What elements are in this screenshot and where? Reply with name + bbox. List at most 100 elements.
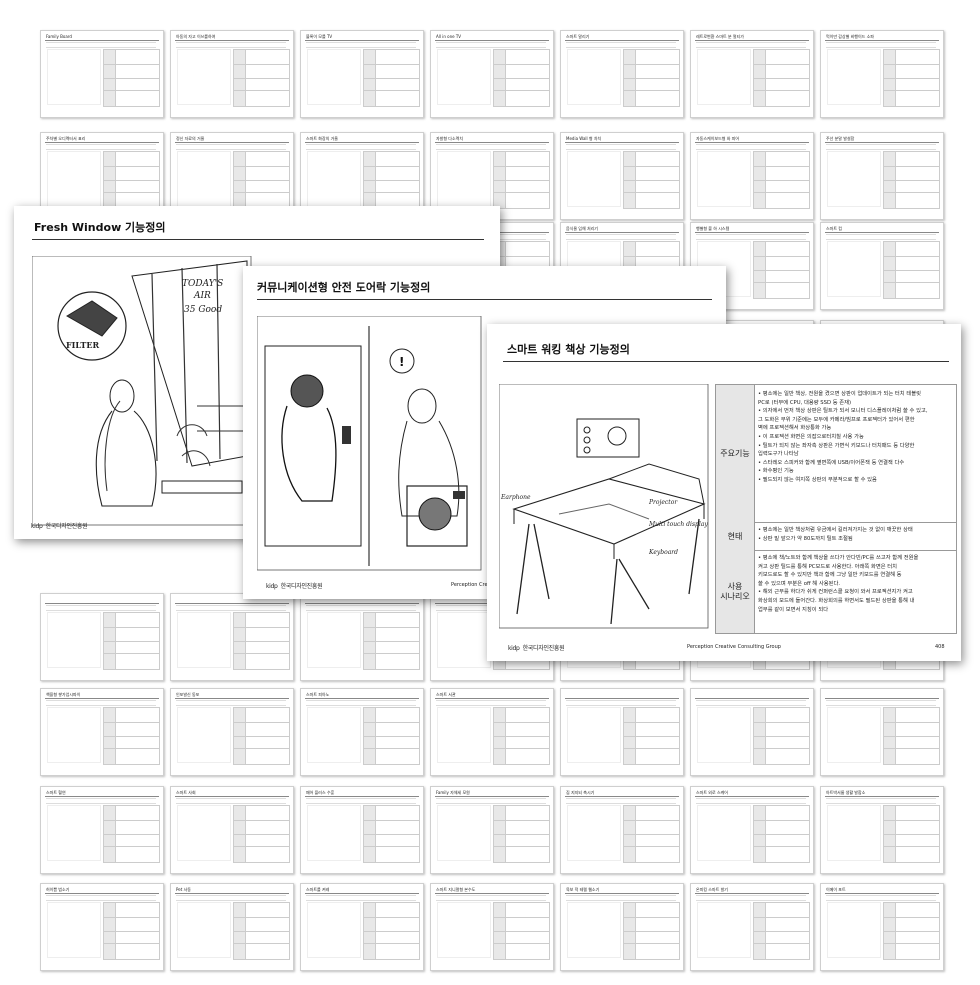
thumbnail-title: All in one TV bbox=[436, 34, 462, 39]
slide-thumbnail: All in one TV bbox=[430, 30, 554, 118]
slide-thumbnail: 스마트 말리기 bbox=[560, 30, 684, 118]
page-title: 커뮤니케이션형 안전 도어락 기능정의 bbox=[257, 281, 431, 294]
thumbnail-title: 주차별 오디렉터서 표리 bbox=[46, 136, 86, 141]
page-number: 408 bbox=[935, 644, 945, 650]
bullet-line: 화상회의 모드에 들어간다. 화상회의를 하면서도 필드된 상판을 통해 내 bbox=[758, 597, 915, 604]
slide-thumbnail: 패어 플러스 수훈 bbox=[300, 786, 424, 874]
label-projector: Projector bbox=[648, 499, 678, 506]
status-list: • 평소에는 일반 책상처럼 유금에서 길러져가지는 것 없이 깨끗한 상태• … bbox=[758, 526, 913, 543]
bullet-line: • 해외 근무를 하다가 쉬게 컨퍼런스콜 요청이 와서 프로젝션지가 켜고 bbox=[758, 589, 913, 596]
slide-thumbnail: Family Board bbox=[40, 30, 164, 118]
slide-thumbnail bbox=[170, 593, 294, 681]
footer-text: Perception Creative bbox=[451, 582, 500, 588]
bullet-line: 켜고 상판 틸드를 통해 PC모드로 사용한다. 아래쪽 화면은 터치 bbox=[758, 563, 898, 570]
bullet-line: 입력도구가 나타남 bbox=[758, 451, 799, 458]
slide-thumbnail: 책을형 쌓가업시파이 bbox=[40, 688, 164, 776]
thumbnail-title: 온피킹 스마트 발기 bbox=[696, 887, 728, 892]
slide-thumbnail: 스마트 사회 bbox=[170, 786, 294, 874]
thumbnail-title: 행별형 볼 하 시스템 bbox=[696, 226, 730, 231]
thumbnail-title: 블록이 모를 TV bbox=[306, 34, 333, 39]
sketch-text-filter: FILTER bbox=[66, 340, 99, 350]
slide-thumbnail: 스마트 혈연 bbox=[40, 786, 164, 874]
thumbnail-title: 스마트 컵 bbox=[826, 226, 842, 231]
bullet-line: • 평소에는 일반 책상처럼 유금에서 길러져가지는 것 없이 깨끗한 상태 bbox=[758, 527, 913, 533]
slide-thumbnail: Media Wall 형 차치 bbox=[560, 132, 684, 220]
sketch-text-air: AIR bbox=[193, 291, 211, 301]
thumbnail-title: 아동의 자고 이쓰를하여 bbox=[176, 34, 216, 39]
slide-thumbnail: 육보 적 테렐 웹소기 bbox=[560, 883, 684, 971]
bullet-line: • 틸트가 되지 않는 좌자측 상판은 가변식 키보드나 터치패드 등 다양한 bbox=[758, 442, 915, 449]
slide-thumbnail: 정신 자료의 거울 bbox=[170, 132, 294, 220]
svg-text:!: ! bbox=[399, 355, 404, 369]
slide-thumbnail: 레트로변환 스마트 분 멀티가 bbox=[690, 30, 814, 118]
thumbnail-title: 먹이만 감상별 비행이드 소파 bbox=[826, 34, 874, 39]
bullet-line: 업무를 같이 보면서 지칭이 되다 bbox=[758, 606, 829, 613]
slide-thumbnail: 자발형 다소렉치 bbox=[430, 132, 554, 220]
thumbnail-title: Family Board bbox=[46, 34, 72, 39]
slide-thumbnail: Pet 사동 bbox=[170, 883, 294, 971]
slide-thumbnail: 스마트 피아노 bbox=[300, 688, 424, 776]
slide-thumbnail: 주선 분말 발설함 bbox=[820, 132, 944, 220]
function-list: • 평소에는 일반 책상, 전원을 켰으면 상판이 업데이트가 되는 터치 테블… bbox=[758, 390, 928, 485]
bullet-line: • 스타레오 스피커와 함께 옆면쪽에 USB/이어폰잭 등 연결잭 다수 bbox=[758, 459, 905, 466]
slide-thumbnail: 아트박서룸 생활 발합소 bbox=[820, 786, 944, 874]
slide-thumbnail: 아동의 자고 이쓰를하여 bbox=[170, 30, 294, 118]
thumbnail-title: 스마트 서관 bbox=[436, 692, 456, 697]
thumbnail-title: 스마트 외로 스케어 bbox=[696, 790, 728, 795]
thumbnail-title: Media Wall 형 차치 bbox=[566, 136, 602, 141]
slide-thumbnail bbox=[690, 688, 814, 776]
thumbnail-title: 음식물 입해 처리기 bbox=[566, 226, 598, 231]
thumbnail-title: 스마트를 켜레 bbox=[306, 887, 330, 892]
fresh-window-sketch: TODAY'S AIR 35 Good FILTER bbox=[32, 256, 252, 526]
bullet-line: • 화수평인 기능 bbox=[758, 468, 794, 475]
slide-thumbnail bbox=[560, 688, 684, 776]
thumbnail-title: 스마트 말리기 bbox=[566, 34, 590, 39]
thumbnail-title: 집 지지되 축시기 bbox=[566, 790, 595, 795]
thumbnail-title: Family 자체세 모원 bbox=[436, 790, 470, 795]
slide-thumbnail: Family 자체세 모원 bbox=[430, 786, 554, 874]
thumbnail-title: 패어 플러스 수훈 bbox=[306, 790, 335, 795]
slide-thumbnail: 인포발신 동포 bbox=[170, 688, 294, 776]
sketch-text-today: TODAY'S bbox=[182, 279, 223, 289]
thumbnail-title: 허이쁨 범소기 bbox=[46, 887, 70, 892]
slide-thumbnail: 스마트 서관 bbox=[430, 688, 554, 776]
bullet-line: 벽에 프로젝션해서 화상통화 가능 bbox=[758, 425, 832, 432]
bullet-line: 그 도화은 부위 기준에는 모두에 카메라/빔프로 프로젝터가 있어서 편한 bbox=[758, 416, 915, 423]
thumbnail-title: 스마트 사회 bbox=[176, 790, 196, 795]
slide-thumbnail: 스마트를 켜레 bbox=[300, 883, 424, 971]
thumbnail-title: 육보 적 테렐 웹소기 bbox=[566, 887, 600, 892]
thumbnail-title: Pet 사동 bbox=[176, 887, 191, 892]
bullet-line: 키보드로도 할 수 있지만 책과 함께 그냥 일반 키보드를 연결해 동 bbox=[758, 572, 902, 579]
slide-thumbnail: 자동스케이보드형 와 피어 bbox=[690, 132, 814, 220]
bullet-line: • 필드되지 않는 여지쪽 상판의 부분적으로 할 수 있음 bbox=[758, 476, 877, 483]
slide-thumbnail: 먹이만 감상별 비행이드 소파 bbox=[820, 30, 944, 118]
thumbnail-title: 스마트 피아노 bbox=[306, 692, 330, 697]
thumbnail-title: 책을형 쌓가업시파이 bbox=[46, 692, 81, 697]
slide-thumbnail: 스마트 지니멀형 본수도 bbox=[430, 883, 554, 971]
slide-thumbnail: 스마트 화장의 거울 bbox=[300, 132, 424, 220]
slide-thumbnail: 블록이 모를 TV bbox=[300, 30, 424, 118]
thumbnail-title: 이메이 포트 bbox=[826, 887, 846, 892]
label-multi-touch: Multi touch display bbox=[648, 521, 708, 528]
thumbnail-title: 스마트 화장의 거울 bbox=[306, 136, 338, 141]
slide-thumbnail: 스마트 컵 bbox=[820, 222, 944, 310]
thumbnail-title: 레트로변환 스마트 분 멀티가 bbox=[696, 34, 744, 39]
page-title: Fresh Window 기능정의 bbox=[34, 221, 166, 234]
slide-thumbnail: 이메이 포트 bbox=[820, 883, 944, 971]
scenario-list: • 평소에 책/노트와 함께 책상을 쓰다가 안다빈/PC를 쓰고자 함께 전원… bbox=[758, 554, 918, 614]
label-earphone: Earphone bbox=[500, 494, 531, 501]
slide-thumbnail: 집 지지되 축시기 bbox=[560, 786, 684, 874]
thumbnail-title: 주선 분말 발설함 bbox=[826, 136, 855, 141]
sketch-text-good: 35 Good bbox=[184, 305, 222, 315]
slide-thumbnail bbox=[40, 593, 164, 681]
slide-thumbnail bbox=[300, 593, 424, 681]
bullet-line: • 평소에 책/노트와 함께 책상을 쓰다가 안다빈/PC를 쓰고자 함께 전원… bbox=[758, 555, 919, 561]
smart-desk-sketch: Earphone Projector Multi touch display K… bbox=[499, 384, 709, 629]
door-lock-sketch: ! bbox=[257, 316, 482, 571]
thumbnail-title: 자발형 다소렉치 bbox=[436, 136, 464, 141]
